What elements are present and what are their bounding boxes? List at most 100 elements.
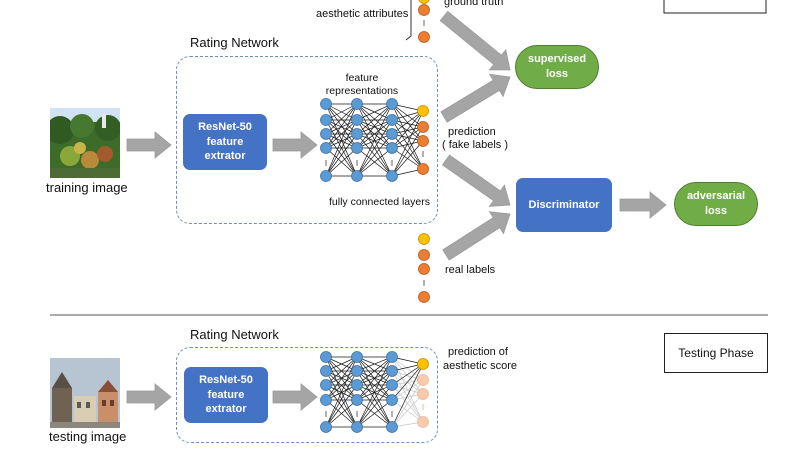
prediction-of-label: prediction of: [448, 346, 508, 358]
train-output-edge: [391, 110, 424, 149]
train-edge: [356, 119, 393, 135]
train-edge: [356, 133, 393, 149]
test-output-edge: [391, 363, 424, 428]
test-output-edge: [391, 363, 424, 386]
test-output-edge: [391, 356, 424, 381]
prediction-label: prediction: [448, 126, 496, 138]
test-edge: [356, 370, 393, 401]
test-output-node: [417, 358, 429, 370]
training-image-caption: training image: [46, 180, 128, 195]
real-label-node: [418, 249, 430, 261]
rating-network-container: [176, 56, 438, 224]
train-output-edge: [391, 110, 424, 135]
real-label-node: [418, 263, 430, 275]
test-hidden-node: [320, 421, 332, 433]
test-hidden-node: [320, 379, 332, 391]
train-hidden-node: [320, 114, 332, 126]
test-edge: [356, 370, 393, 428]
train-output-edge: [391, 126, 424, 177]
test-hidden-node: [351, 394, 363, 406]
test-hidden-node: [386, 365, 398, 377]
arrow-image-to-resnet: [126, 131, 172, 159]
test-hidden-node: [386, 379, 398, 391]
train-hidden-node: [351, 114, 363, 126]
train-hidden-node: [386, 114, 398, 126]
testing-image: [50, 358, 120, 428]
train-hidden-node: [386, 170, 398, 182]
testing-resnet-feature-extractor-box: ResNet-50 feature extrator: [184, 367, 268, 423]
testing-rating-network-container: [176, 347, 438, 443]
train-hidden-node: [320, 142, 332, 154]
fake-labels-label: ( fake labels ): [442, 139, 509, 151]
resnet-feature-extractor-box: ResNet-50 feature extrator: [183, 114, 267, 170]
arrow-prediction-to-supervised-loss: [440, 73, 511, 123]
train-output-edge: [391, 126, 424, 149]
test-edge: [356, 356, 393, 372]
train-edge: [325, 119, 358, 149]
test-output-node: [417, 388, 429, 400]
testing-image-caption: testing image: [49, 429, 127, 444]
train-hidden-node: [351, 142, 363, 154]
train-output-node: [417, 163, 429, 175]
test-network: [320, 351, 429, 433]
test-hidden-node: [320, 365, 332, 377]
real-labels-label: real labels: [445, 264, 496, 276]
test-edge: [325, 384, 358, 428]
train-edge: [325, 133, 358, 177]
test-output-node: [417, 374, 429, 386]
feature-representations-label: feature representations: [325, 72, 399, 97]
testing-rating-network-title: Rating Network: [190, 327, 279, 342]
train-output-edge: [391, 103, 424, 170]
test-edge: [356, 356, 393, 428]
train-hidden-node: [386, 128, 398, 140]
test-output-edge: [391, 370, 424, 423]
train-hidden-node: [320, 128, 332, 140]
test-hidden-node: [386, 351, 398, 363]
real-label-node: [418, 291, 430, 303]
test-edge: [325, 399, 358, 428]
test-output-edge: [391, 363, 424, 401]
train-edge: [325, 119, 358, 177]
arrow-prediction-to-discriminator: [441, 154, 511, 207]
ground-truth-bracket: [405, 0, 412, 41]
train-edge: [356, 103, 393, 135]
adversarial-loss-node: adversarial loss: [674, 182, 758, 226]
arrow-groundtruth-to-supervised-loss: [439, 10, 511, 71]
train-hidden-node: [386, 98, 398, 110]
test-edge: [356, 356, 393, 401]
test-hidden-node: [320, 351, 332, 363]
train-edge: [325, 147, 358, 177]
label-node-columns: [418, 0, 430, 303]
train-edge: [356, 103, 393, 177]
arrow-real-labels-to-discriminator: [442, 211, 511, 261]
test-output-edge: [391, 379, 424, 401]
train-edge: [356, 103, 393, 149]
training-image: [50, 108, 120, 178]
aesthetic-score-label: aesthetic score: [443, 360, 517, 372]
test-hidden-node: [351, 351, 363, 363]
test-output-edge: [391, 379, 424, 428]
network-graphs: [320, 98, 429, 433]
train-output-edge: [391, 140, 424, 177]
test-edge: [325, 356, 358, 401]
train-output-node: [417, 135, 429, 147]
test-edge: [325, 370, 358, 428]
train-edge: [356, 133, 393, 177]
test-edge: [325, 370, 358, 401]
train-edge: [356, 103, 393, 121]
fully-connected-layers-label: fully connected layers: [329, 196, 430, 208]
arrow-resnet-to-fc: [272, 131, 318, 159]
train-edge: [356, 119, 393, 149]
test-edge: [325, 356, 358, 386]
train-output-node: [417, 121, 429, 133]
discriminator-box: Discriminator: [516, 178, 612, 232]
test-output-edge: [391, 393, 424, 428]
flow-arrows: [126, 10, 667, 411]
rating-network-title: Rating Network: [190, 35, 279, 50]
train-output-edge: [391, 110, 424, 177]
train-network: [320, 98, 429, 182]
test-edge: [356, 399, 393, 428]
test-edge: [356, 384, 393, 428]
